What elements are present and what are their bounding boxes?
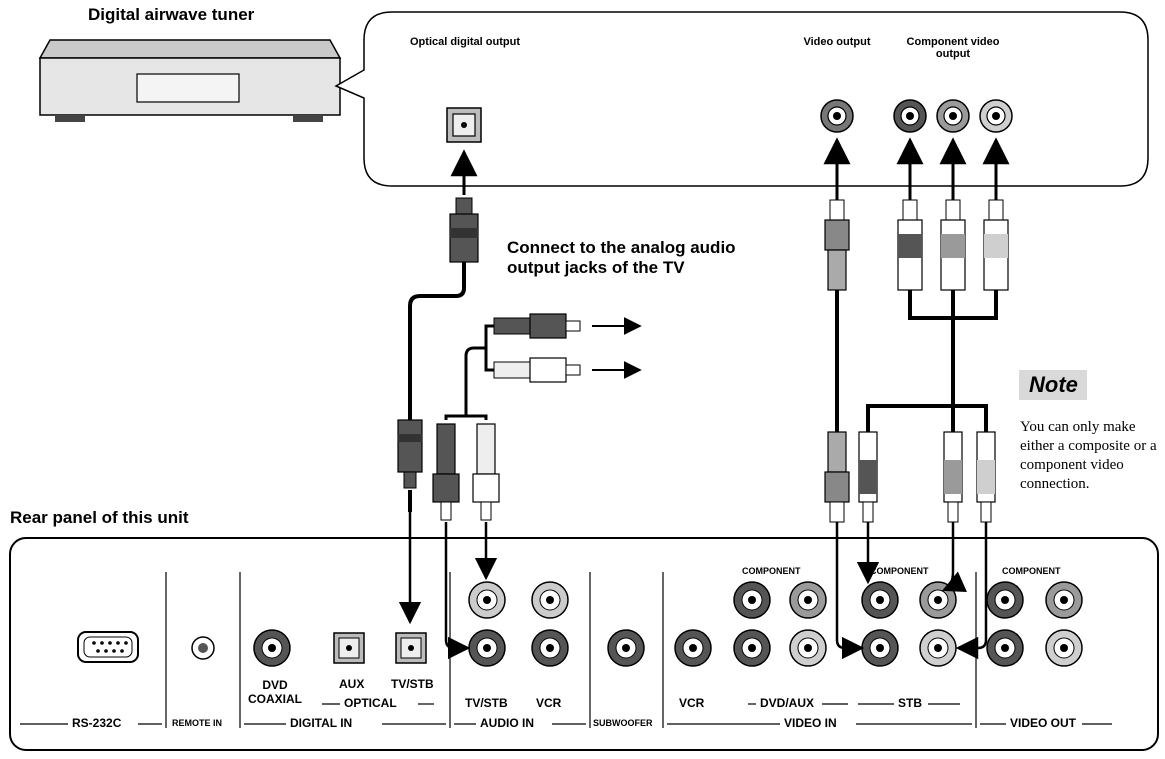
video-out-jacks bbox=[986, 581, 1083, 667]
remote-in-jack bbox=[191, 636, 215, 660]
video-output-jack bbox=[820, 99, 854, 133]
rear-panel-title: Rear panel of this unit bbox=[10, 508, 189, 527]
section-audio-in: AUDIO IN bbox=[480, 716, 534, 730]
section-video-out: VIDEO OUT bbox=[1010, 716, 1077, 730]
input-arrows bbox=[398, 512, 988, 660]
optical-label: OPTICAL bbox=[344, 696, 397, 710]
optical-output-port bbox=[446, 107, 482, 143]
component-output-jack-y bbox=[893, 99, 927, 133]
label-bracket-lines bbox=[20, 703, 1112, 725]
instruction-text: Connect to the analog audio output jacks… bbox=[507, 238, 736, 277]
note-heading: Note bbox=[1029, 372, 1078, 397]
component-cable bbox=[858, 199, 1009, 523]
stb-label: STB bbox=[898, 696, 922, 710]
dvd-coaxial-label: DVD COAXIAL bbox=[248, 678, 302, 706]
vcr-audio-label: VCR bbox=[536, 696, 562, 710]
dvd-aux-label: DVD/AUX bbox=[760, 696, 815, 710]
optical-cable bbox=[397, 197, 479, 512]
section-remote-in: REMOTE IN bbox=[172, 718, 223, 728]
section-video-in: VIDEO IN bbox=[784, 716, 837, 730]
dvd-coaxial-jack bbox=[253, 629, 291, 667]
aux-label: AUX bbox=[339, 677, 365, 691]
audio-in-jacks bbox=[468, 581, 569, 667]
component-label-2: COMPONENT bbox=[870, 566, 929, 576]
component-output-jack-pb bbox=[936, 99, 970, 133]
component-label-1: COMPONENT bbox=[742, 566, 801, 576]
output-arrows bbox=[450, 137, 1010, 200]
component-output-jack-pr bbox=[979, 99, 1013, 133]
component-output-label: Component video output bbox=[906, 36, 1000, 60]
tuner-title: Digital airwave tuner bbox=[88, 5, 255, 24]
section-rs232c: RS-232C bbox=[72, 716, 122, 730]
tvstb-optical-label: TV/STB bbox=[391, 677, 434, 691]
component-label-3: COMPONENT bbox=[1002, 566, 1061, 576]
note-heading-box: Note bbox=[1019, 370, 1087, 400]
optical-output-label: Optical digital output bbox=[410, 36, 520, 48]
note-text: You can only make either a composite or … bbox=[1020, 419, 1157, 492]
tvstb-optical-port bbox=[395, 632, 427, 664]
section-digital-in: DIGITAL IN bbox=[290, 716, 353, 730]
tuner-device bbox=[38, 39, 342, 122]
subwoofer-jack bbox=[607, 629, 645, 667]
section-subwoofer: SUBWOOFER bbox=[593, 718, 653, 728]
vcr-video-label: VCR bbox=[679, 696, 705, 710]
video-in-jacks bbox=[674, 581, 957, 667]
video-output-label: Video output bbox=[803, 36, 871, 48]
audio-cable bbox=[432, 313, 642, 521]
video-cable bbox=[824, 199, 850, 523]
tvstb-audio-label: TV/STB bbox=[465, 696, 508, 710]
rs232c-port bbox=[77, 631, 139, 663]
aux-optical-port bbox=[333, 632, 365, 664]
